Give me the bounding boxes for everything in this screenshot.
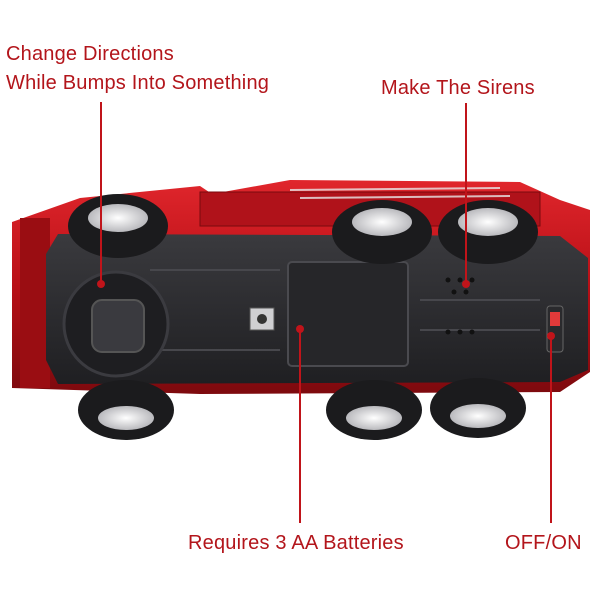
sirens-callout: Make The Sirens [381,77,535,99]
batteries-leader-dot [296,325,304,333]
chassis-ribs [150,269,540,351]
batteries-callout: Requires 3 AA Batteries [188,532,404,554]
screw [257,314,267,324]
tire-bottom-right [430,378,526,438]
bump-callout-line1: Change Directions [6,43,174,65]
tire-top-left [68,194,168,258]
bump-callout-line2: While Bumps Into Something [6,72,270,94]
battery-compartment [287,261,409,367]
switch-callout: OFF/ON [505,532,582,554]
speaker-grille [445,277,475,335]
bump-wheel [91,299,145,353]
switch-leader-dot [547,332,555,340]
sirens-leader-dot [462,280,470,288]
tire-bottom-left [78,380,174,440]
power-switch-knob [550,312,560,326]
tire-top-middle [332,200,432,264]
tire-top-right [438,200,538,264]
truck-grille [20,218,50,388]
bump-leader-dot [97,280,105,288]
tire-bottom-middle [326,380,422,440]
